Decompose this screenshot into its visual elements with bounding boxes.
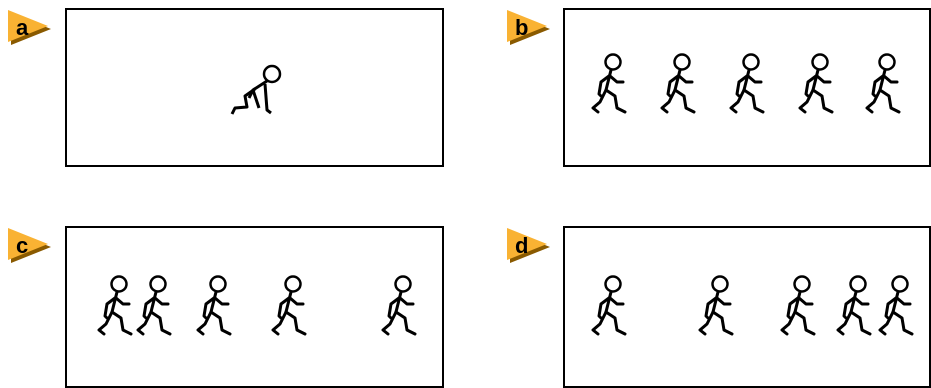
panel-b-badge: b: [507, 10, 553, 46]
running-stick-figure-icon: [134, 274, 178, 344]
running-stick-figure-icon: [194, 274, 238, 344]
running-stick-figure-icon: [379, 274, 423, 344]
running-stick-figure-icon: [863, 52, 907, 122]
running-stick-figure-icon: [727, 52, 771, 122]
panel-b-frame: [563, 8, 931, 167]
running-stick-figure-icon: [778, 274, 822, 344]
panel-c-badge: c: [8, 228, 54, 264]
panel-c-label: c: [16, 232, 28, 260]
panel-a-frame: [65, 8, 444, 167]
panel-c-frame: [65, 226, 444, 388]
crouching-stick-figure-icon: [225, 62, 285, 122]
running-stick-figure-icon: [696, 274, 740, 344]
panel-a-badge: a: [8, 10, 54, 46]
running-stick-figure-icon: [658, 52, 702, 122]
running-stick-figure-icon: [796, 52, 840, 122]
running-stick-figure-icon: [269, 274, 313, 344]
running-stick-figure-icon: [834, 274, 878, 344]
running-stick-figure-icon: [95, 274, 139, 344]
running-stick-figure-icon: [876, 274, 920, 344]
panel-d-badge: d: [507, 228, 553, 264]
panel-d-label: d: [515, 232, 528, 260]
panel-d-frame: [563, 226, 931, 388]
panel-a-label: a: [16, 14, 28, 42]
panel-b-label: b: [515, 14, 528, 42]
running-stick-figure-icon: [589, 52, 633, 122]
running-stick-figure-icon: [589, 274, 633, 344]
